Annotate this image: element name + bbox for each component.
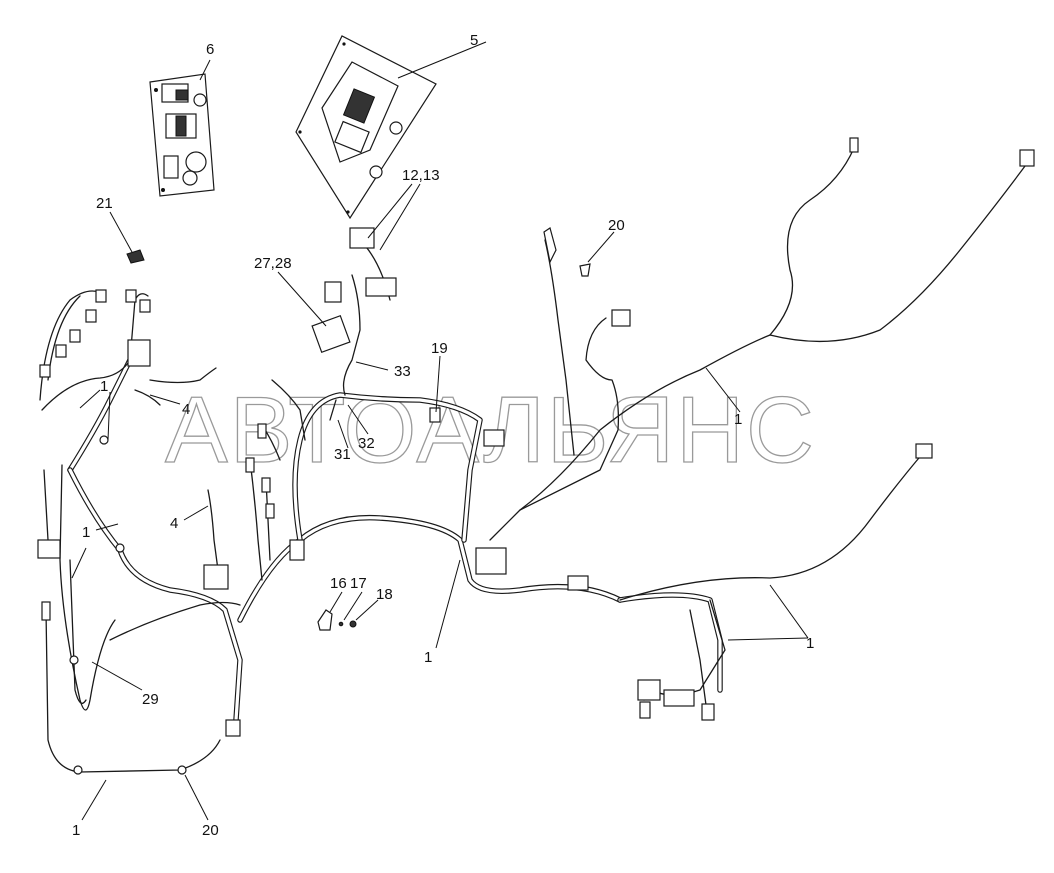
relay-panel-part-6 [149, 73, 215, 197]
callout-29: 29 [142, 691, 159, 708]
harness-branches [39, 147, 1029, 773]
fuse-part-21 [126, 249, 145, 264]
callout-5: 5 [470, 32, 478, 49]
callout-33: 33 [394, 363, 411, 380]
connectors [37, 137, 1035, 775]
callout-20-upper: 20 [608, 217, 625, 234]
callout-16: 16 [330, 575, 347, 592]
callout-31: 31 [334, 446, 351, 463]
callout-32: 32 [358, 435, 375, 452]
callout-1-c: 1 [82, 524, 90, 541]
callout-1-f: 1 [72, 822, 80, 839]
clip-part-16 [317, 609, 333, 631]
nut-part-18 [349, 620, 357, 628]
callout-labels: 6 5 12,13 21 27,28 20 19 33 31 32 1 4 1 … [72, 32, 814, 839]
callout-1-e: 1 [424, 649, 432, 666]
callout-4-b: 4 [170, 515, 178, 532]
washer-part-17 [338, 621, 344, 627]
callout-1-d: 1 [806, 635, 814, 652]
callout-19: 19 [431, 340, 448, 357]
callout-12-13: 12,13 [402, 167, 440, 184]
controller-plate-part-5 [295, 35, 437, 220]
callout-21: 21 [96, 195, 113, 212]
callout-20-lower: 20 [202, 822, 219, 839]
callout-4-a: 4 [182, 401, 190, 418]
leader-lines [71, 41, 809, 821]
callout-17: 17 [350, 575, 367, 592]
callout-27-28: 27,28 [254, 255, 292, 272]
callout-1-a: 1 [100, 378, 108, 395]
callout-18: 18 [376, 586, 393, 603]
callout-6: 6 [206, 41, 214, 58]
callout-1-b: 1 [734, 411, 742, 428]
clip-part-20-upper [579, 263, 591, 277]
